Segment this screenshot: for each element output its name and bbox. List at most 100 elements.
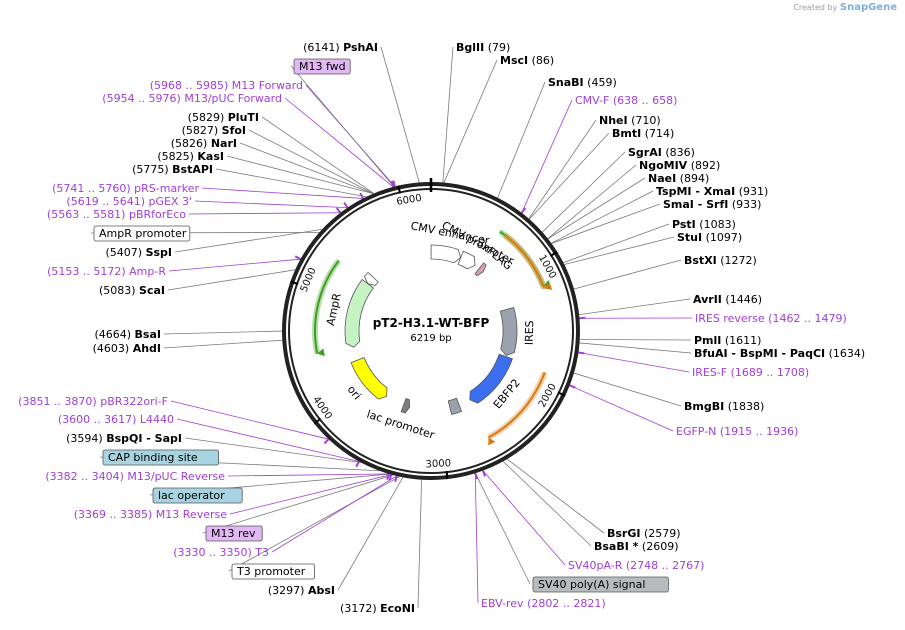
site-label: BfuAI - BspMI - PaqCI (1634) — [694, 347, 865, 360]
label-name: SmaI - SrfI — [663, 198, 728, 211]
leader-line — [194, 200, 348, 209]
feature-box — [102, 449, 219, 466]
leader-line — [261, 116, 375, 194]
label-position: (459) — [587, 76, 617, 89]
leader-line — [176, 418, 360, 462]
leader-line — [168, 258, 301, 272]
primer-mark — [294, 255, 301, 261]
label-name: L4440 — [140, 413, 174, 426]
label-position: (6141) — [303, 41, 340, 54]
label-name: SspI — [146, 246, 172, 259]
leader-line — [284, 97, 394, 188]
label-position: (5827) — [182, 124, 219, 137]
label-position: (714) — [645, 127, 675, 140]
primer-label: IRES-F (1689 .. 1708) — [692, 366, 809, 379]
feature-cmv-enhancer — [430, 244, 462, 264]
feature-label-ampr: AmpR — [324, 292, 344, 327]
leader-line — [573, 372, 682, 407]
plasmid-size: 6219 bp — [410, 333, 451, 344]
feature-box — [152, 487, 243, 504]
label-name: BsaI — [135, 328, 161, 341]
primer-label: (3851 .. 3870) pBR322ori-F — [18, 395, 168, 408]
label-position: (2579) — [644, 527, 681, 540]
site-label: (3594) BspQI - SapI — [66, 432, 182, 445]
label-position: (836) — [665, 146, 695, 159]
label-name: pBR322ori-F — [100, 395, 168, 408]
label-position: (5083) — [99, 284, 136, 297]
feature-box — [293, 58, 351, 75]
label-name: BmgBI — [684, 400, 724, 413]
label-position: (3594) — [66, 432, 103, 445]
label-position: (5563 .. 5581) — [47, 208, 126, 221]
tick-mark — [445, 471, 449, 480]
primer-label: (5954 .. 5976) M13/pUC Forward — [102, 92, 282, 105]
label-name: BfuAI - BspMI - PaqCI — [694, 347, 825, 360]
label-name: BsrGI — [607, 527, 640, 540]
label-name: T3 — [254, 546, 269, 559]
label-position: (79) — [488, 41, 511, 54]
label-position: (1083) — [699, 218, 736, 231]
feature-box-label: M13 fwd — [299, 60, 346, 73]
leader-line — [579, 298, 691, 316]
label-name: EBV-rev — [481, 597, 524, 610]
site-label: (3172) EcoNI — [340, 602, 415, 615]
primer-mark — [482, 470, 486, 477]
label-name: SfoI — [222, 124, 246, 137]
leader-line — [569, 385, 674, 432]
orf-arrowhead — [544, 282, 553, 290]
label-name: CMV-F — [575, 94, 609, 107]
feature-box — [205, 525, 263, 542]
leader-line — [174, 228, 323, 253]
label-name: PstI — [672, 218, 696, 231]
site-label: BglII (79) — [456, 41, 510, 54]
site-label: NgoMIV (892) — [639, 159, 720, 172]
primer-label: (3382 .. 3404) M13/pUC Reverse — [45, 470, 225, 483]
leader-line — [497, 81, 546, 198]
site-label: BsrGI (2579) — [607, 527, 681, 540]
orf-line — [504, 234, 546, 289]
leader-line — [528, 119, 597, 219]
leader-line — [506, 458, 605, 534]
feature-box-label: CAP binding site — [108, 451, 198, 464]
primer-label: CMV-F (638 .. 658) — [575, 94, 677, 107]
label-name: NarI — [211, 137, 237, 150]
primer-label: EBV-rev (2802 .. 2821) — [481, 597, 606, 610]
label-position: (1634) — [829, 347, 866, 360]
tick-mark — [557, 391, 566, 397]
leader-lines — [90, 46, 693, 609]
feature-box-label: M13 rev — [211, 527, 256, 540]
label-position: (892) — [691, 159, 721, 172]
leader-line — [564, 236, 675, 265]
site-label: MscI (86) — [500, 54, 554, 67]
site-label: PmlI (1611) — [694, 334, 761, 347]
primer-label: (3369 .. 3385) M13 Reverse — [74, 508, 227, 521]
label-name: PshAI — [343, 41, 378, 54]
leader-line — [579, 342, 692, 354]
feature-label-lac-promoter: lac promoter — [365, 408, 436, 442]
leader-line — [563, 223, 670, 264]
label-name: pBRforEco — [129, 208, 186, 221]
feature-ampr-promoter — [363, 271, 379, 286]
feature-box-label: SV40 poly(A) signal — [538, 578, 645, 591]
site-label: BsaBI * (2609) — [594, 540, 679, 553]
label-position: (894) — [680, 172, 710, 185]
orf-line — [487, 372, 546, 439]
primer-mark — [343, 202, 349, 209]
label-position: (5829) — [188, 111, 225, 124]
leader-line — [188, 212, 341, 215]
tick-mark — [549, 250, 558, 257]
label-position: (5153 .. 5172) — [47, 265, 126, 278]
label-name: IRES-F — [692, 366, 727, 379]
label-position: (5407) — [105, 246, 142, 259]
leader-line — [163, 339, 283, 349]
label-name: Amp-R — [129, 265, 166, 278]
label-position: (3330 .. 3350) — [173, 546, 252, 559]
label-name: BspQI - SapI — [106, 432, 182, 445]
primer-mark — [392, 180, 396, 187]
label-position: (4664) — [94, 328, 131, 341]
label-name: IRES reverse — [695, 312, 765, 325]
leader-line — [417, 479, 422, 609]
leader-line — [215, 168, 367, 198]
label-position: (4603) — [93, 342, 130, 355]
